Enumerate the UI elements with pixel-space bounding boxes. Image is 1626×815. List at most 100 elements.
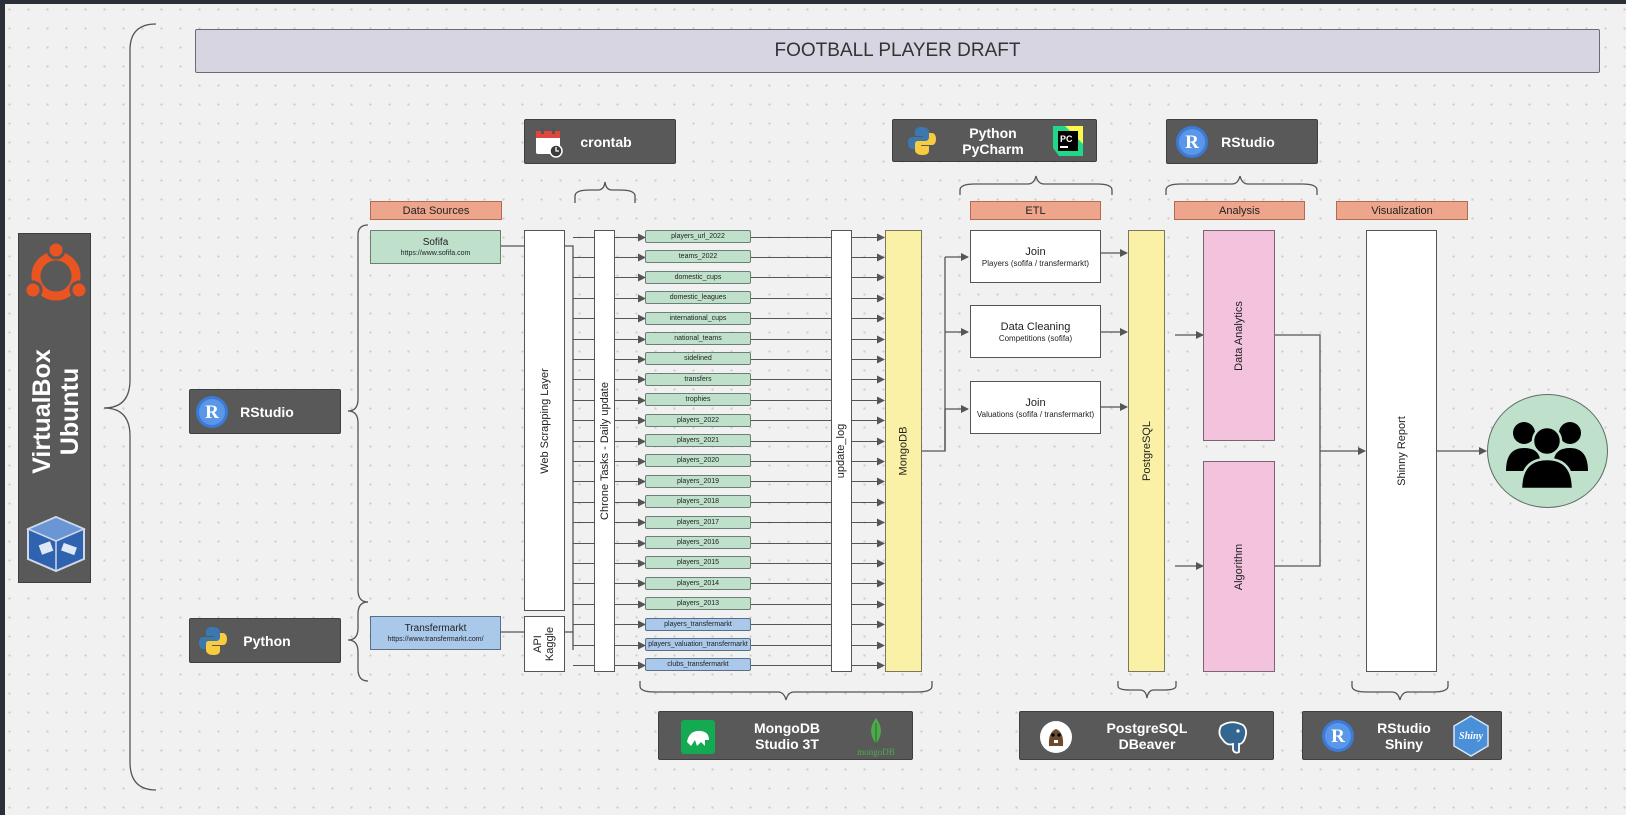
- python-pycharm-line1: Python: [969, 125, 1017, 141]
- window-left-edge: [0, 0, 5, 815]
- mongodb-studio-line1: MongoDB: [753, 719, 821, 736]
- collection-trophies: trophies: [645, 393, 751, 407]
- chrone-tasks-layer: Chrone Tasks - Daily update: [594, 230, 615, 672]
- shinny-report-box: Shinny Report: [1366, 230, 1437, 672]
- mongodb-database-label: MongoDB: [897, 426, 910, 476]
- platform-virtualbox: VirtualBox: [27, 349, 56, 474]
- collection-players-2018: players_2018: [645, 495, 751, 509]
- collection-players-2016: players_2016: [645, 536, 751, 549]
- update-log-label: update_log: [835, 423, 848, 479]
- etl-join-valuations-title: Join: [1025, 396, 1046, 409]
- algorithm-label: Algorithm: [1233, 543, 1245, 590]
- rstudio-shiny-label: RStudio Shiny: [1365, 715, 1443, 756]
- api-kaggle-line1: API: [532, 635, 545, 653]
- collection-players-2014: players_2014: [645, 576, 751, 590]
- platform-brace: [103, 23, 157, 791]
- mongodb-logo-text: mongoDB: [857, 747, 895, 757]
- collection-transfers: transfers: [645, 372, 751, 386]
- rstudio-shiny-line2: Shiny: [1384, 735, 1424, 752]
- r-logo-icon: R: [1175, 125, 1209, 159]
- mongodb-brace: [639, 681, 933, 701]
- stage-label-data-sources: Data Sources: [370, 201, 502, 220]
- mongodb-studio-label: MongoDB Studio 3T: [737, 715, 837, 756]
- rstudio-shiny-line1: RStudio: [1377, 719, 1431, 736]
- diagram-title: FOOTBALL PLAYER DRAFT: [195, 29, 1600, 73]
- data-analytics-label: Data Analytics: [1232, 300, 1245, 371]
- python-pycharm-tool-box: Python PyCharm PC: [892, 119, 1097, 162]
- mongodb-database: MongoDB: [885, 230, 922, 672]
- postgres-brace: [1117, 681, 1177, 699]
- source-transfermarkt: Transfermarkt https://www.transfermarkt.…: [370, 616, 501, 650]
- crontab-brace: [574, 181, 636, 203]
- postgres-dbeaver-line1: PostgreSQL: [1106, 719, 1188, 736]
- collection-players-2013: players_2013: [645, 597, 751, 611]
- rstudio-tool-label: RStudio: [240, 403, 294, 420]
- mongodb-studio-line2: Studio 3T: [755, 735, 819, 752]
- source-sofifa: Sofifa https://www.sofifa.com: [370, 230, 501, 264]
- studio3t-logo-icon: [681, 720, 715, 754]
- users-group-icon: [1488, 395, 1606, 506]
- window-top-edge: [0, 0, 1626, 4]
- collection-domestic-cups: domestic_cups: [645, 270, 751, 284]
- r-logo-icon: R: [195, 395, 229, 429]
- etl-join-players-sub: Players (sofifa / transfermarkt): [981, 258, 1090, 268]
- source-transfermarkt-name: Transfermarkt: [404, 622, 467, 634]
- etl-data-cleaning: Data Cleaning Competitions (sofifa): [970, 305, 1101, 358]
- source-sofifa-name: Sofifa: [422, 236, 449, 248]
- end-users: [1487, 394, 1608, 508]
- collection-players-2021: players_2021: [645, 434, 751, 447]
- postgres-dbeaver-label: PostgreSQL DBeaver: [1094, 715, 1200, 756]
- r-logo-icon: R: [1321, 719, 1355, 753]
- collection-international-cups: international_cups: [645, 311, 751, 325]
- calendar-clock-icon: [533, 125, 565, 159]
- collection-players-valuation-transfermarkt: players_valuation_transfermarkt: [645, 638, 751, 651]
- collection-players-2019: players_2019: [645, 474, 751, 488]
- python-tool-box: Python: [189, 618, 341, 663]
- postgres-dbeaver-tool-box: PostgreSQL DBeaver: [1019, 711, 1274, 760]
- platform-label: VirtualBox Ubuntu: [18, 275, 93, 548]
- collection-national-teams: national_teams: [645, 332, 751, 345]
- svg-text:R: R: [1185, 132, 1199, 153]
- rstudio-analysis-tool-box: R RStudio: [1166, 119, 1318, 164]
- svg-text:R: R: [1331, 726, 1345, 747]
- shiny-brace: [1351, 681, 1449, 701]
- etl-join-valuations-sub: Valuations (sofifa / transfermarkt): [976, 409, 1095, 419]
- platform-panel: VirtualBox Ubuntu: [18, 233, 91, 583]
- virtualbox-logo-icon: [19, 510, 92, 578]
- python-pycharm-label: Python PyCharm: [951, 122, 1035, 160]
- collection-players-2020: players_2020: [645, 454, 751, 468]
- python-logo-icon: [905, 124, 939, 158]
- ubuntu-logo-icon: [19, 238, 92, 314]
- dbeaver-logo-icon: [1038, 719, 1074, 755]
- analysis-brace: [1165, 175, 1318, 195]
- collection-players-url-2022: players_url_2022: [645, 230, 751, 243]
- data-analytics-box: Data Analytics: [1203, 230, 1275, 441]
- stage-label-etl: ETL: [970, 201, 1101, 220]
- python-pycharm-line2: PyCharm: [962, 141, 1024, 157]
- postgresql-database-label: PostgreSQL: [1140, 421, 1153, 481]
- source-transfermarkt-url: https://www.transfermarkt.com/: [387, 635, 484, 643]
- diagram-title-text: FOOTBALL PLAYER DRAFT: [774, 40, 1021, 61]
- chrone-tasks-label: Chrone Tasks - Daily update: [598, 382, 611, 520]
- shiny-badge-text: Shiny: [1459, 730, 1483, 742]
- collection-domestic-leagues: domestic_leagues: [645, 291, 751, 305]
- platform-ubuntu: Ubuntu: [55, 367, 84, 456]
- collection-clubs-transfermarkt: clubs_transfermarkt: [645, 658, 751, 672]
- rstudio-analysis-label: RStudio: [1221, 133, 1275, 150]
- crontab-tool-box: crontab: [524, 119, 676, 164]
- update-log-layer: update_log: [831, 230, 852, 672]
- etl-data-cleaning-sub: Competitions (sofifa): [998, 333, 1073, 343]
- pycharm-logo-icon: PC: [1051, 124, 1085, 158]
- postgresql-elephant-icon: [1212, 717, 1252, 757]
- stage-label-analysis: Analysis: [1174, 201, 1305, 220]
- svg-text:PC: PC: [1060, 134, 1073, 144]
- etl-data-cleaning-title: Data Cleaning: [1000, 320, 1071, 333]
- shiny-hex-icon: Shiny: [1451, 715, 1491, 757]
- etl-brace: [959, 175, 1113, 195]
- api-kaggle-line2: Kaggle: [544, 626, 557, 662]
- rstudio-tool-box: R RStudio: [189, 389, 341, 434]
- python-logo-icon: [196, 624, 230, 658]
- rstudio-sources-brace: [347, 224, 369, 603]
- api-kaggle-label: API Kaggle: [532, 627, 556, 661]
- shinny-report-label: Shinny Report: [1395, 416, 1408, 486]
